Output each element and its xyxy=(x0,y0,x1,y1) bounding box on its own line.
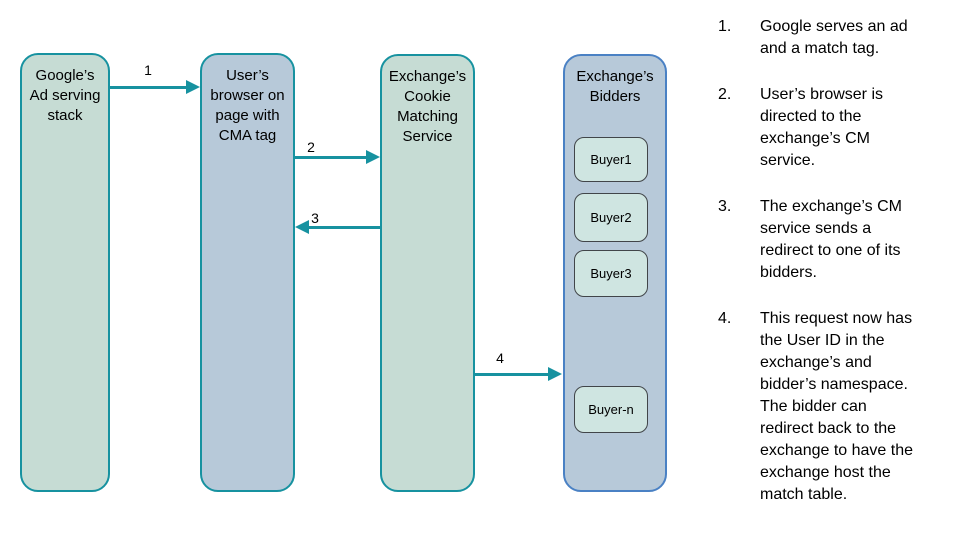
arrowhead-left-icon xyxy=(295,220,309,234)
node-label: Exchange’s Cookie Matching Service xyxy=(388,68,467,145)
buyer-box-3: Buyer3 xyxy=(574,250,648,297)
node-cookie-matching-service: Exchange’s Cookie Matching Service xyxy=(380,54,475,492)
step-number: 1. xyxy=(718,18,732,35)
arrow-shaft xyxy=(110,85,186,89)
arrow-1-icon xyxy=(110,80,200,94)
arrow-3-label: 3 xyxy=(311,210,319,226)
node-label: Google’s Ad serving stack xyxy=(29,67,101,124)
step-item-2: 2. User’s browser is directed to the exc… xyxy=(703,84,958,172)
node-label: Exchange’s Bidders xyxy=(576,68,654,105)
step-text: This request now has the User ID in the … xyxy=(760,310,914,503)
buyer-box-1: Buyer1 xyxy=(574,137,648,182)
buyer-label: Buyer-n xyxy=(588,402,634,417)
step-item-3: 3. The exchange’s CM service sends a red… xyxy=(703,196,958,284)
arrowhead-right-icon xyxy=(548,367,562,381)
buyer-label: Buyer1 xyxy=(590,152,632,167)
arrow-shaft xyxy=(309,225,380,229)
buyer-box-n: Buyer-n xyxy=(574,386,648,433)
buyer-label: Buyer3 xyxy=(590,266,632,281)
step-text: The exchange’s CM service sends a redire… xyxy=(760,198,902,281)
steps-list: 1. Google serves an ad and a match tag. … xyxy=(703,16,958,530)
step-text: User’s browser is directed to the exchan… xyxy=(760,86,883,169)
step-item-1: 1. Google serves an ad and a match tag. xyxy=(703,16,958,60)
arrow-2-label: 2 xyxy=(307,139,315,155)
buyer-box-2: Buyer2 xyxy=(574,193,648,242)
step-text: Google serves an ad and a match tag. xyxy=(760,18,908,57)
step-number: 3. xyxy=(718,198,732,215)
buyer-label: Buyer2 xyxy=(590,210,632,225)
node-user-browser: User’s browser on page with CMA tag xyxy=(200,53,295,492)
arrowhead-right-icon xyxy=(366,150,380,164)
arrow-shaft xyxy=(475,372,548,376)
arrow-2-icon xyxy=(295,150,380,164)
arrow-1-label: 1 xyxy=(144,62,152,78)
arrow-4-label: 4 xyxy=(496,350,504,366)
node-google-ad-serving-stack: Google’s Ad serving stack xyxy=(20,53,110,492)
arrowhead-right-icon xyxy=(186,80,200,94)
arrow-3-icon xyxy=(295,220,380,234)
arrow-4-icon xyxy=(475,367,562,381)
step-number: 4. xyxy=(718,310,732,327)
step-item-4: 4. This request now has the User ID in t… xyxy=(703,308,958,506)
arrow-shaft xyxy=(295,155,366,159)
node-label: User’s browser on page with CMA tag xyxy=(210,67,285,144)
step-number: 2. xyxy=(718,86,732,103)
